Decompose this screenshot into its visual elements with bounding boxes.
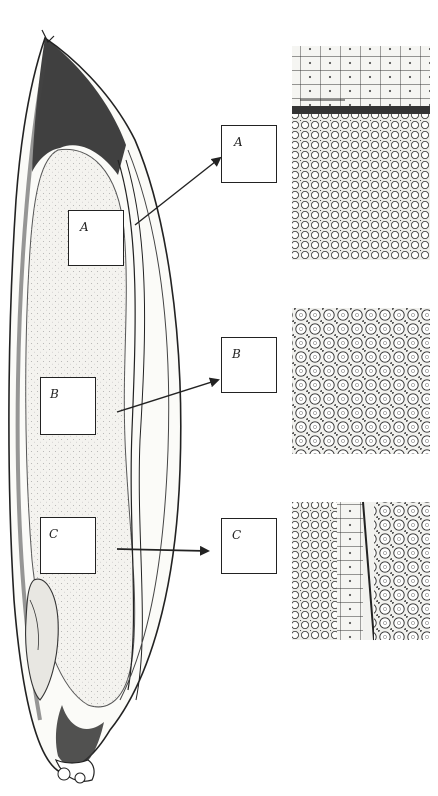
micrograph-c [292, 502, 430, 640]
grain-label-c: C [49, 527, 58, 541]
detail-label-c: C [232, 528, 241, 542]
grain-label-b: B [50, 387, 59, 401]
detail-label-b: B [232, 347, 241, 361]
micrograph-b [292, 308, 430, 454]
grain-label-a: A [80, 220, 89, 234]
detail-label-a: A [234, 135, 243, 149]
grain-label-box-c: C [40, 517, 96, 574]
detail-label-box-a: A [221, 125, 277, 183]
grain-label-box-a: A [68, 210, 124, 266]
detail-label-box-c: C [221, 518, 277, 574]
detail-label-box-b: B [221, 337, 277, 393]
grain-label-box-b: B [40, 377, 96, 435]
micrograph-a [292, 46, 430, 260]
